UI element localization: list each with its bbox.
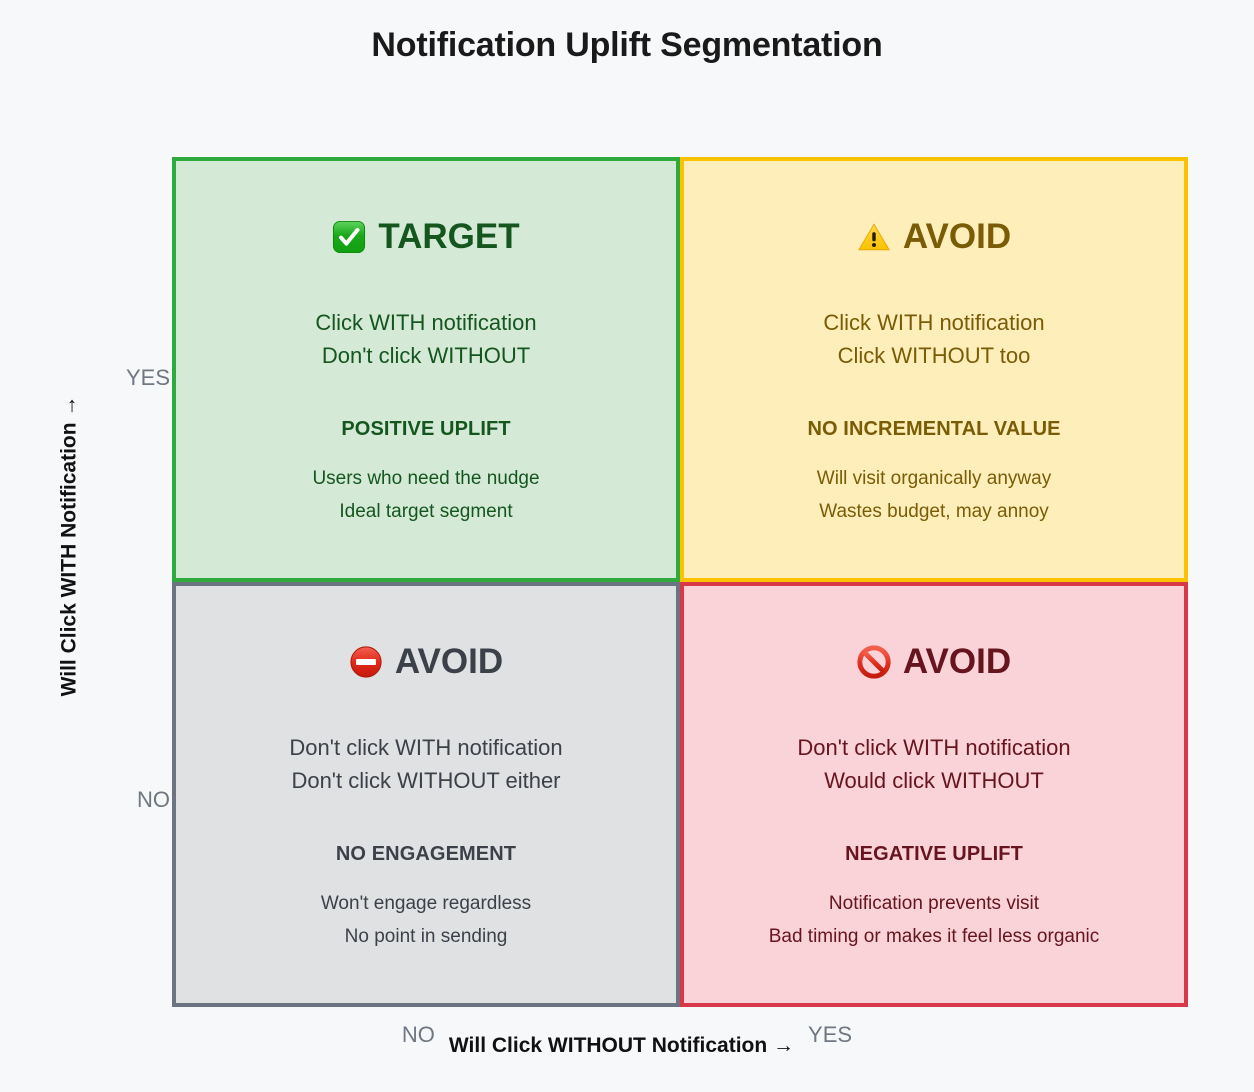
no-entry-icon [350, 645, 382, 678]
quadrant-condition: Would click WITHOUT [824, 768, 1044, 794]
check-mark-button-icon [333, 220, 366, 253]
quadrant-condition: Click WITH notification [315, 310, 537, 335]
x-axis-tick-yes: YES [808, 1022, 853, 1047]
quadrant-details: Will visit organically anyway Wastes bud… [817, 463, 1051, 529]
quadrant-details: Won't engage regardless No point in send… [321, 888, 531, 954]
quadrant-matrix: TARGET Click WITH notification Don't cli… [172, 157, 1188, 1007]
quadrant-conditions: Click WITH notification Click WITHOUT to… [823, 306, 1044, 373]
y-axis-title: Will Click WITH Notification → [0, 0, 80, 1092]
quadrant-verdict: NO ENGAGEMENT [335, 842, 517, 865]
quadrant-condition: Click WITH notification [823, 310, 1045, 335]
quadrant-details: Notification prevents visit Bad timing o… [769, 888, 1100, 954]
quadrant-heading: AVOID [349, 644, 503, 679]
warning-triangle-icon [857, 222, 890, 250]
quadrant-verdict: POSITIVE UPLIFT [341, 417, 511, 440]
quadrant-detail: Bad timing or makes it feel less organic [768, 925, 1100, 947]
quadrant-bottom-right[interactable]: AVOID Don't click WITH notification Woul… [680, 582, 1188, 1007]
quadrant-verdict: NO INCREMENTAL VALUE [807, 417, 1061, 440]
quadrant-heading: AVOID [857, 644, 1011, 679]
quadrant-condition: Don't click WITH notification [289, 735, 563, 760]
quadrant-detail: Users who need the nudge [312, 467, 540, 489]
quadrant-heading: TARGET [332, 217, 520, 256]
y-axis-title-label: Will Click WITH Notification → [57, 395, 80, 697]
quadrant-conditions: Don't click WITH notification Would clic… [797, 731, 1070, 798]
quadrant-condition: Click WITHOUT too [837, 343, 1031, 369]
quadrant-heading: AVOID [857, 219, 1011, 254]
quadrant-detail: Wastes budget, may annoy [819, 500, 1049, 522]
quadrant-detail: Won't engage regardless [320, 892, 532, 914]
quadrant-detail: No point in sending [344, 925, 508, 947]
page-title: Notification Uplift Segmentation [371, 26, 883, 64]
quadrant-bottom-left[interactable]: AVOID Don't click WITH notification Don'… [172, 582, 680, 1007]
quadrant-verdict-label: AVOID [902, 217, 1012, 256]
quadrant-condition: Don't click WITHOUT [321, 343, 531, 369]
prohibited-icon [857, 644, 891, 679]
quadrant-condition: Don't click WITHOUT either [291, 768, 561, 794]
quadrant-detail: Ideal target segment [339, 500, 513, 522]
quadrant-details: Users who need the nudge Ideal target se… [312, 463, 539, 529]
quadrant-condition: Don't click WITH notification [797, 735, 1071, 760]
quadrant-verdict-label: AVOID [902, 642, 1012, 681]
quadrant-conditions: Don't click WITH notification Don't clic… [289, 731, 562, 798]
quadrant-top-right[interactable]: AVOID Click WITH notification Click WITH… [680, 157, 1188, 582]
quadrant-detail: Notification prevents visit [828, 892, 1040, 914]
quadrant-verdict-label: TARGET [378, 217, 520, 256]
x-axis-title-label: Will Click WITHOUT Notification → [448, 1034, 795, 1057]
y-axis-tick-no: NO [137, 787, 170, 812]
x-axis: NO Will Click WITHOUT Notification → YES [0, 1022, 1254, 1058]
quadrant-verdict-label: AVOID [394, 642, 504, 681]
quadrant-verdict: NEGATIVE UPLIFT [845, 842, 1023, 865]
quadrant-detail: Will visit organically anyway [816, 467, 1052, 489]
x-axis-tick-no: NO [401, 1022, 435, 1047]
y-axis-tick-yes: YES [125, 365, 170, 390]
quadrant-conditions: Click WITH notification Don't click WITH… [315, 306, 536, 373]
quadrant-top-left[interactable]: TARGET Click WITH notification Don't cli… [172, 157, 680, 582]
